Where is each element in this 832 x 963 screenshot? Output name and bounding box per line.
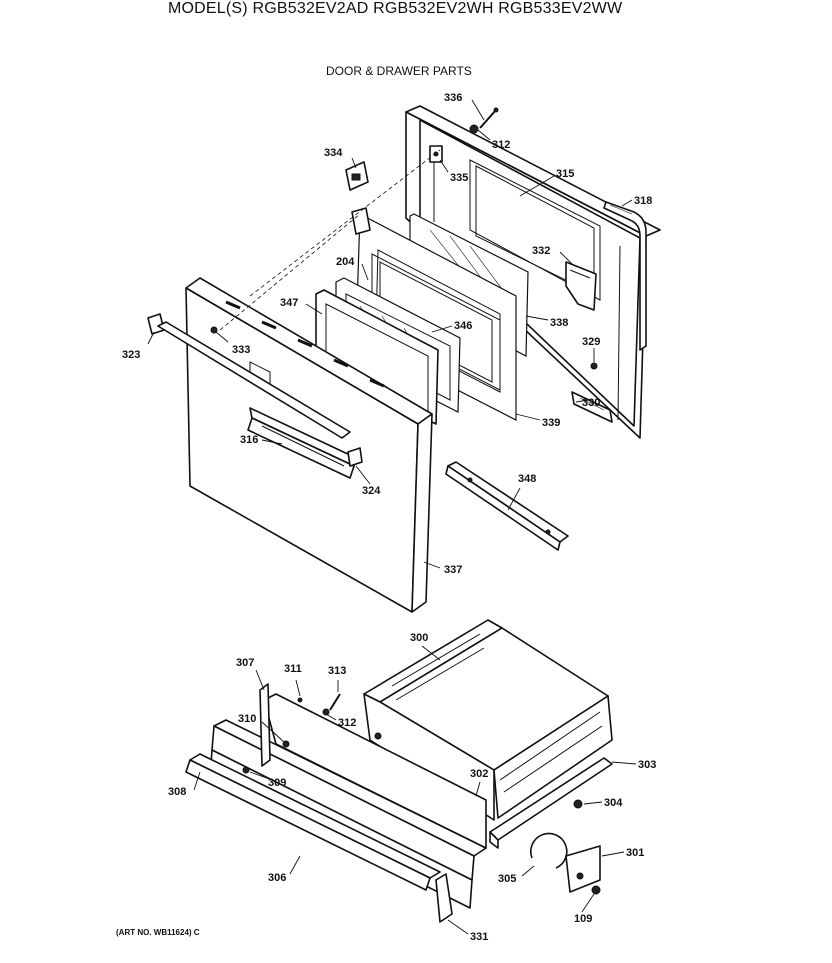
callout-311: 311	[284, 663, 302, 675]
callout-307: 307	[236, 657, 254, 669]
part-310-fastener	[282, 740, 290, 748]
callout-309: 309	[268, 777, 286, 789]
callout-315: 315	[556, 168, 574, 180]
callout-308: 308	[168, 786, 186, 798]
callout-346: 346	[454, 320, 472, 332]
callout-204: 204	[336, 256, 355, 268]
callout-302: 302	[470, 768, 488, 780]
part-330-hinge	[571, 391, 613, 423]
part-316-door-handle	[247, 407, 355, 479]
part-109-nut	[591, 885, 601, 895]
part-329-screw	[590, 362, 598, 370]
callout-339: 339	[542, 417, 560, 429]
callout-331: 331	[470, 931, 488, 943]
callout-306: 306	[268, 872, 286, 884]
callout-303: 303	[638, 759, 656, 771]
callout-300: 300	[410, 632, 428, 644]
callout-335: 335	[450, 172, 468, 184]
part-318-door-strip	[603, 201, 647, 351]
callout-labels: 336 312 334 335 315 318 204 332 347 346 …	[122, 92, 656, 943]
callout-318: 318	[634, 195, 652, 207]
part-313-bolt	[329, 693, 341, 711]
part-335-hinge-clip	[429, 145, 443, 163]
part-334-bracket	[345, 161, 369, 191]
part-303-drawer-rail	[489, 757, 613, 849]
assembly-guide-line	[249, 149, 441, 297]
callout-301: 301	[626, 847, 644, 859]
part-348-hinge-bar	[445, 461, 569, 551]
callout-305: 305	[498, 873, 516, 885]
callout-312: 312	[338, 717, 356, 729]
part-309-screw	[242, 766, 250, 774]
part-301-bracket	[565, 845, 601, 893]
part-323-trim-bar	[157, 321, 351, 439]
part-304-nut	[573, 799, 583, 809]
part-308-drawer-handle	[185, 753, 441, 891]
callout-347: 347	[280, 297, 298, 309]
callout-304: 304	[604, 797, 623, 809]
diagram-subtitle: DOOR & DRAWER PARTS	[326, 64, 472, 78]
callout-313: 313	[328, 665, 346, 677]
callout-333: 333	[232, 344, 250, 356]
callout-348: 348	[518, 473, 536, 485]
callout-330: 330	[582, 397, 600, 409]
callout-324: 324	[362, 485, 381, 497]
callout-310: 310	[238, 713, 256, 725]
part-305-clip	[529, 832, 568, 869]
part-312-washer	[469, 124, 479, 134]
art-number-label: (ART NO. WB11624) C	[116, 928, 200, 937]
callout-337: 337	[444, 564, 462, 576]
model-numbers-heading: MODEL(S) RGB532EV2AD RGB532EV2WH RGB533E…	[168, 0, 623, 17]
callout-323: 323	[122, 349, 140, 361]
part-336-screw	[479, 107, 499, 129]
callout-338: 338	[550, 317, 568, 329]
part-332-vent	[565, 261, 597, 311]
callout-109: 109	[574, 913, 592, 925]
callout-332: 332	[532, 245, 550, 257]
callout-329: 329	[582, 336, 600, 348]
callout-312: 312	[492, 139, 510, 151]
callout-316: 316	[240, 434, 258, 446]
callout-336: 336	[444, 92, 462, 104]
callout-334: 334	[324, 147, 343, 159]
part-331-end-cap	[435, 873, 453, 923]
part-324-end-cap	[347, 447, 363, 467]
leader-lines	[147, 99, 637, 935]
part-311-screw	[297, 697, 303, 703]
assembly-guide-line	[219, 213, 361, 331]
part-312-washer	[322, 708, 330, 716]
